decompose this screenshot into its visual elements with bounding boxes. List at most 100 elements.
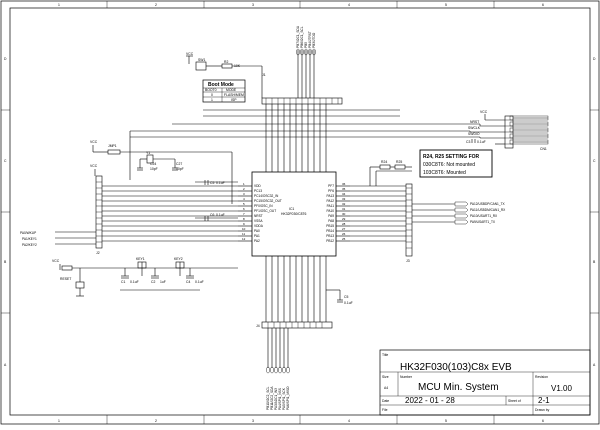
sheet-value: 2-1 — [538, 396, 550, 405]
svg-text:PA9/USART1_TX: PA9/USART1_TX — [470, 220, 496, 224]
revision-value: V1.00 — [551, 384, 572, 393]
svg-text:PB12: PB12 — [326, 239, 334, 243]
svg-text:PC14/OSC32_IN: PC14/OSC32_IN — [254, 194, 279, 198]
svg-text:J2: J2 — [96, 251, 100, 255]
svg-text:PB11/I2C2_SDA: PB11/I2C2_SDA — [270, 386, 274, 410]
boot-mode-title: Boot Mode — [208, 82, 234, 88]
svg-text:C1: C1 — [121, 280, 125, 284]
left-wires — [55, 185, 238, 245]
svg-text:Size: Size — [382, 375, 389, 379]
svg-text:12: 12 — [242, 237, 246, 241]
col-label-3-bottom: 3 — [252, 419, 254, 423]
svg-text:PB15: PB15 — [326, 224, 334, 228]
svg-text:PB13: PB13 — [326, 234, 334, 238]
svg-text:PA9: PA9 — [328, 214, 334, 218]
svg-text:2: 2 — [243, 187, 245, 191]
svg-text:0: 0 — [211, 93, 213, 97]
decoupling-c5-c6: C5 0.1uF C6 0.1uF — [195, 180, 238, 221]
swd-capacitor: C3 0.1uF — [466, 139, 486, 144]
crystal-y1: VCC JMP1 Y1 C24 10pF C27 10pF — [90, 140, 233, 204]
svg-text:VCC: VCC — [480, 110, 488, 114]
col-label-3: 3 — [252, 3, 254, 7]
col-label-6-bottom: 6 — [542, 419, 544, 423]
svg-text:R25: R25 — [396, 160, 402, 164]
title-block: Title HK32F030(103)C8x EVB Size A4 Numbe… — [379, 349, 591, 416]
svg-text:VDDA: VDDA — [254, 224, 264, 228]
svg-text:1uF: 1uF — [160, 280, 166, 284]
title-text: HK32F030(103)C8x EVB — [400, 362, 512, 373]
row-label-d-right: D — [593, 57, 596, 61]
svg-text:PB6/I2C1_SCL: PB6/I2C1_SCL — [300, 26, 304, 48]
date-value: 2022 - 01 - 28 — [405, 396, 455, 405]
svg-text:PA1/KEY1: PA1/KEY1 — [22, 237, 37, 241]
svg-text:RESET: RESET — [60, 277, 71, 281]
title-label: Title — [382, 353, 388, 357]
svg-text:1: 1 — [243, 182, 245, 186]
svg-text:FLASH/MEM: FLASH/MEM — [224, 93, 244, 97]
svg-text:10pF: 10pF — [176, 167, 184, 171]
svg-text:35: 35 — [342, 187, 346, 191]
svg-text:C5: C5 — [210, 181, 214, 185]
svg-text:30: 30 — [342, 212, 346, 216]
left-net-labels: PA0/WKUP PA1/KEY1 PA2/KEY2 — [20, 231, 37, 247]
swd-connector-cn1: VCC CN1 — [469, 110, 549, 151]
svg-text:8: 8 — [243, 217, 245, 221]
row-label-c: C — [4, 159, 7, 163]
svg-text:0.1uF: 0.1uF — [195, 280, 204, 284]
svg-text:26: 26 — [342, 232, 346, 236]
svg-text:Date: Date — [382, 399, 389, 403]
svg-text:PB7/I2C1_SDA: PB7/I2C1_SDA — [296, 25, 300, 48]
svg-text:Number: Number — [400, 375, 413, 379]
boot-mode-table: Boot Mode BOOT0 MODE 0 FLASH/MEM 1 ISP — [202, 79, 246, 103]
svg-text:PA11/USBDM/CAN1_RX: PA11/USBDM/CAN1_RX — [470, 208, 506, 212]
svg-text:030C8T6: Not mounted: 030C8T6: Not mounted — [423, 162, 475, 168]
svg-text:NRST: NRST — [254, 214, 263, 218]
svg-text:31: 31 — [342, 207, 346, 211]
svg-text:0.1uF: 0.1uF — [344, 301, 353, 305]
svg-text:C6: C6 — [210, 213, 214, 217]
svg-text:PA8: PA8 — [328, 219, 334, 223]
svg-text:10: 10 — [242, 227, 246, 231]
svg-text:R2: R2 — [224, 60, 228, 64]
svg-text:6: 6 — [243, 207, 245, 211]
svg-text:3: 3 — [243, 192, 245, 196]
size-value: A4 — [384, 386, 388, 390]
svg-text:5: 5 — [243, 202, 245, 206]
svg-text:PA10: PA10 — [326, 209, 334, 213]
svg-text:PA1: PA1 — [254, 234, 260, 238]
svg-text:VCC: VCC — [186, 52, 194, 56]
svg-text:PB3/JTDO: PB3/JTDO — [312, 32, 316, 48]
svg-text:PA3/ADC1_IN3: PA3/ADC1_IN3 — [274, 388, 278, 410]
boot-switch: VCC SW1 R2 10K — [186, 52, 263, 98]
col-label-2-bottom: 2 — [155, 419, 157, 423]
svg-text:PA10/USART1_RX: PA10/USART1_RX — [470, 214, 498, 218]
svg-text:C4: C4 — [186, 280, 190, 284]
svg-text:J1: J1 — [262, 73, 266, 77]
right-wires — [350, 185, 455, 242]
svg-text:PB10/I2C2_SCL: PB10/I2C2_SCL — [266, 386, 270, 410]
svg-text:BOOT0: BOOT0 — [205, 88, 217, 92]
svg-text:J3: J3 — [406, 259, 410, 263]
svg-text:PA0: PA0 — [254, 229, 260, 233]
svg-text:Drawn by: Drawn by — [535, 408, 550, 412]
svg-text:0.1uF: 0.1uF — [477, 140, 486, 144]
top-signal-bundle: PB7/I2C1_SDA PB6/I2C1_SCL PB5 PB4/JTRST … — [296, 25, 316, 98]
swd-label-swdio: SWDIO — [468, 132, 480, 136]
col-label-1-bottom: 1 — [58, 419, 60, 423]
svg-text:VCC: VCC — [90, 140, 98, 144]
col-label-5: 5 — [445, 3, 447, 7]
svg-text:PA13: PA13 — [326, 194, 334, 198]
row-label-b-right: B — [593, 260, 596, 264]
svg-text:33: 33 — [342, 197, 346, 201]
col-label-2: 2 — [155, 3, 157, 7]
svg-text:C24: C24 — [150, 162, 156, 166]
svg-text:PA0/WKUP: PA0/WKUP — [20, 231, 36, 235]
svg-text:ISP: ISP — [231, 98, 237, 102]
col-label-5-bottom: 5 — [445, 419, 447, 423]
svg-text:PA6/SPI1_MISO: PA6/SPI1_MISO — [286, 386, 290, 410]
svg-text:PA12: PA12 — [326, 199, 334, 203]
svg-text:JMP1: JMP1 — [108, 144, 117, 148]
bottom-wires — [265, 260, 341, 322]
svg-text:KEY2: KEY2 — [174, 257, 183, 261]
